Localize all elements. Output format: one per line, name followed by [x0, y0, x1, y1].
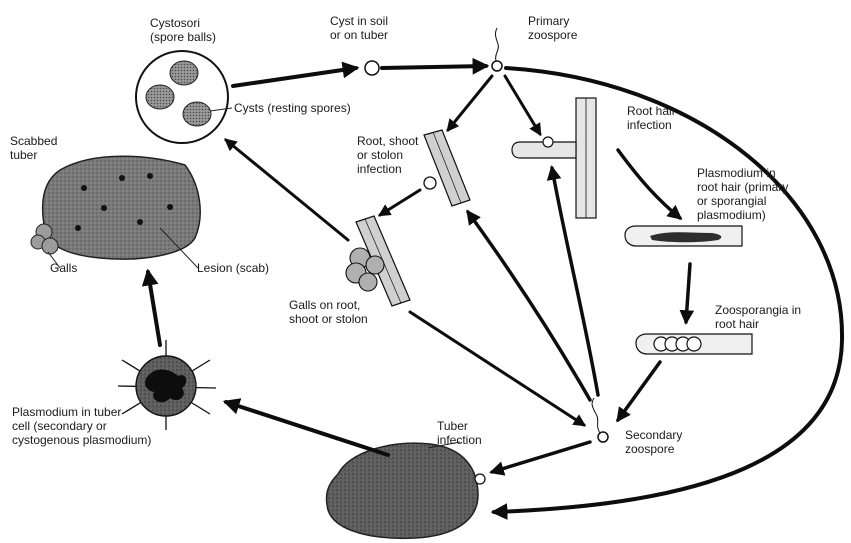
label-primary-zoospore: Primary zoospore [528, 14, 577, 42]
zoosporangia-root-hair-figure [636, 334, 752, 354]
spore-ball [183, 102, 211, 126]
lesion-spot [137, 219, 143, 225]
label-zoosporangia: Zoosporangia in root hair [715, 303, 801, 331]
galls-on-root-figure [346, 216, 410, 306]
arrow [148, 272, 160, 345]
label-secondary-zoospore: Secondary zoospore [625, 428, 682, 456]
arrow [448, 76, 492, 130]
cycle-arrows [148, 66, 842, 512]
arrow [410, 312, 584, 425]
arrow [380, 190, 420, 215]
arrow [226, 402, 388, 455]
label-root-hair-infection: Root hair infection [627, 104, 676, 132]
arrow [226, 140, 348, 240]
label-cystosori: Cystosori (spore balls) [150, 16, 216, 44]
label-scabbed-tuber: Scabbed tuber [10, 134, 57, 162]
tuber-infection-figure [326, 442, 485, 538]
arrow [492, 442, 590, 472]
label-galls-on-root: Galls on root, shoot or stolon [289, 298, 368, 326]
spore-ball [170, 61, 198, 85]
arrow [505, 76, 540, 134]
plasmodium-root-hair-figure [625, 226, 742, 246]
spore-ball [146, 85, 174, 109]
lesion-spot [147, 173, 153, 179]
primary-zoospore [492, 28, 502, 71]
label-root-shoot-stolon-infection: Root, shoot or stolon infection [357, 134, 418, 176]
label-plasmodium-tuber-cell: Plasmodium in tuber cell (secondary or c… [12, 405, 151, 447]
arrow [618, 362, 660, 420]
arrow [686, 264, 690, 322]
label-cysts: Cysts (resting spores) [234, 101, 351, 115]
label-cyst-in-soil: Cyst in soil or on tuber [330, 14, 388, 42]
label-lesion: Lesion (scab) [197, 261, 269, 275]
scabbed-tuber [31, 156, 200, 268]
stolon-infection-figure [424, 130, 470, 206]
tuber-body [43, 156, 201, 259]
lesion-spot [119, 175, 125, 181]
label-galls: Galls [50, 261, 77, 275]
cystosori-magnifier [136, 51, 232, 143]
arrow [618, 150, 680, 218]
arrow [468, 212, 590, 400]
arrow [233, 68, 356, 86]
label-plasmodium-root-hair: Plasmodium in root hair (primary or spor… [697, 166, 788, 222]
lesion-spot [75, 225, 81, 231]
lesion-spot [81, 185, 87, 191]
arrow [382, 66, 486, 68]
cyst-in-soil [365, 61, 379, 75]
label-tuber-infection: Tuber infection [437, 419, 482, 447]
lesion-spot [167, 204, 173, 210]
secondary-zoospore [592, 398, 608, 442]
root-hair-infection-figure [512, 98, 596, 218]
lesion-spot [101, 205, 107, 211]
